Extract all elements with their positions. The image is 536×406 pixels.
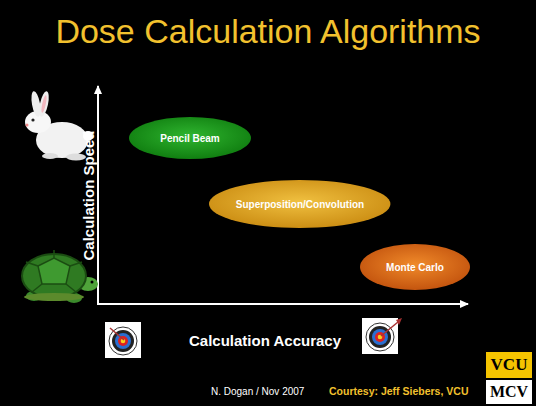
axis-label: Calculation Accuracy [189,332,341,349]
logo-ground [486,380,532,404]
footer-note: N. Dogan / Nov 2007 [211,386,304,397]
credit-note: Courtesy: Jeff Siebers, VCU [329,385,468,397]
target-icon [362,318,398,354]
target-arrow [381,322,398,336]
target-arrow [110,328,124,340]
axis-label: Calculation Speed [80,130,97,260]
algorithm-name: Monte Carlo [386,262,444,273]
target-icon [105,322,141,358]
algorithm-ellipse: Pencil Beam [129,117,251,159]
algorithm-name: Superposition/Convolution [236,199,364,210]
algorithm-ellipse: Monte Carlo [360,244,470,290]
target-arrow [396,318,402,325]
logo-text: VCU [491,355,528,375]
logo-text: MCV [490,383,528,401]
speed-axis [97,86,99,304]
algorithm-ellipse: Superposition/Convolution [209,180,390,228]
algorithm-name: Pencil Beam [160,133,219,144]
accuracy-axis [97,303,468,305]
slide-title: Dose Calculation Algorithms [0,12,536,51]
logo-ground [486,352,532,378]
